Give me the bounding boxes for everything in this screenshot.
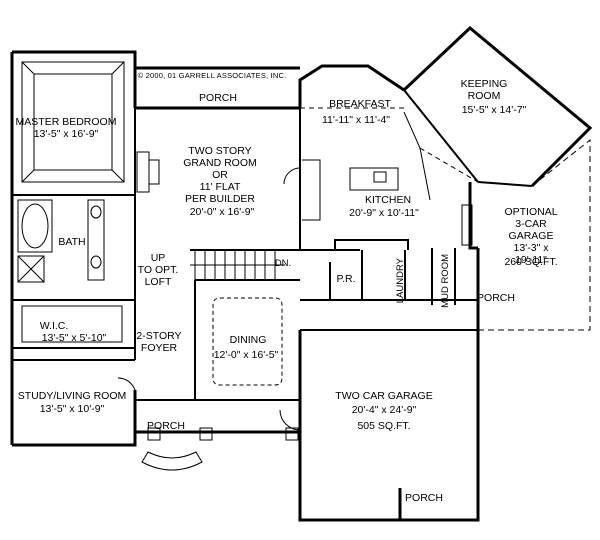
kitchen-label: KITCHEN [364,194,412,206]
two-car-garage-area: 505 SQ.FT. [357,420,411,432]
powder-room-label: P.R. [336,273,356,285]
two-car-garage-dims: 20'-4" x 24'-9" [351,404,417,416]
study-label: STUDY/LIVING ROOM [17,390,127,402]
grand-room-label: TWO STORY GRAND ROOM OR 11' FLAT PER BUI… [183,145,257,205]
bath-label: BATH [58,236,86,248]
master-bedroom-label: MASTER BEDROOM [15,116,117,128]
kitchen-dims: 20'-9" x 10'-11" [349,207,419,219]
foyer-label: 2-STORY FOYER [136,330,182,354]
mud-room-label: MUD ROOM [440,254,451,308]
laundry-label: LAUNDRY [395,258,406,304]
interior-walls [12,89,533,401]
detail-lines [17,61,591,471]
keeping-room-label: KEEPING ROOM [460,78,508,102]
master-bedroom-dims: 13'-5" x 16'-9" [33,128,99,140]
exterior-walls [10,25,593,522]
porch-rear-label: PORCH [199,92,237,104]
porch-garage-label: PORCH [405,492,443,504]
porch-side-label: PORCH [477,292,515,304]
porch-front-label: PORCH [147,420,185,432]
wic-label: W.I.C. [39,320,69,332]
dining-dims: 12'-0" x 16'-5" [213,349,279,361]
stair-dn-label: DN. [274,258,292,269]
optional-garage-dims: 13'-3" x 19'-11" [513,242,549,266]
breakfast-dims: 11'-11" x 11'-4" [321,114,391,126]
two-car-garage-label: TWO CAR GARAGE [335,390,433,402]
grand-room-dims: 20'-0" x 16'-9" [189,206,255,218]
study-dims: 13'-5" x 10'-9" [39,403,105,415]
optional-garage-label: OPTIONAL 3-CAR GARAGE [504,206,558,242]
optional-garage-area: 260 SQ.FT. [504,256,558,268]
stair-up-label: UP TO OPT. LOFT [137,252,179,288]
copyright-notice: © 2000, 01 GARRELL ASSOCIATES, INC. [137,71,287,80]
keeping-room-dims: 15'-5" x 14'-7" [461,104,527,116]
breakfast-label: BREAKFAST [329,98,391,110]
dining-label: DINING [229,334,267,346]
wic-dims: 13'-5" x 5'-10" [41,332,107,344]
